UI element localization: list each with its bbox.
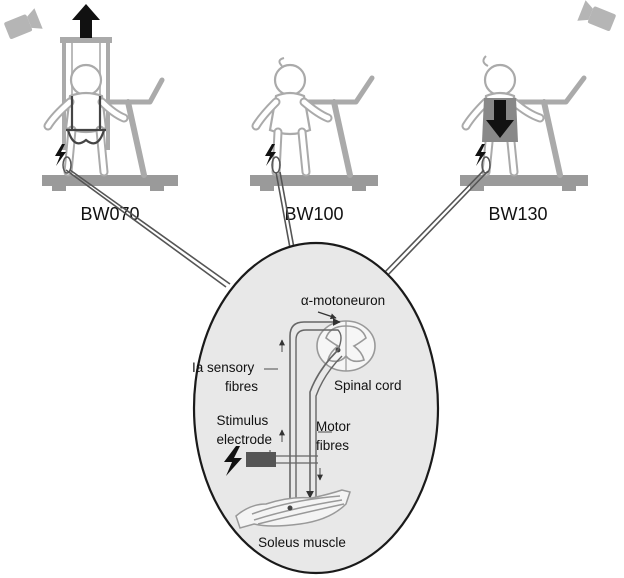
infant-icon	[43, 63, 129, 177]
infant-icon	[251, 57, 333, 177]
lightning-bolt-icon	[475, 144, 486, 166]
spinal-cord-label: Spinal cord	[334, 378, 402, 393]
alpha-motoneuron-label: α-motoneuron	[301, 293, 385, 308]
condition-label: BW100	[284, 204, 343, 224]
condition-label: BW130	[488, 204, 547, 224]
up-arrow-icon	[72, 4, 100, 38]
camera-icon	[4, 8, 43, 39]
motor-fibre	[306, 349, 339, 499]
condition-bw070: BW070	[42, 4, 178, 224]
down-arrow-icon	[486, 100, 514, 138]
reflex-pathway-panel: α-motoneuron Ia sensory fibres Spinal co…	[192, 241, 440, 575]
connector-cables	[65, 169, 489, 288]
harness-straps	[66, 96, 106, 145]
treadmill-icon	[460, 75, 588, 191]
condition-bw100: BW100	[250, 57, 378, 224]
camera-icon	[577, 0, 616, 31]
lightning-bolt-icon	[265, 144, 276, 166]
lightning-bolt-icon	[55, 144, 66, 166]
condition-bw130: BW130	[460, 55, 588, 224]
lightning-bolt-icon	[224, 446, 242, 476]
leg-electrode	[62, 156, 72, 174]
stimulus-electrode-label: Stimulus electrode	[216, 413, 272, 447]
ia-sensory-label: Ia sensory fibres	[192, 360, 258, 394]
motor-fibres-label: Motor fibres	[316, 419, 354, 453]
treadmill-icon	[42, 77, 178, 191]
soleus-muscle-label: Soleus muscle	[258, 535, 346, 550]
stimulus-electrode	[246, 452, 276, 467]
soleus-muscle-icon	[235, 489, 351, 529]
sensory-fibre	[289, 318, 341, 505]
treadmill-icon	[250, 75, 378, 191]
